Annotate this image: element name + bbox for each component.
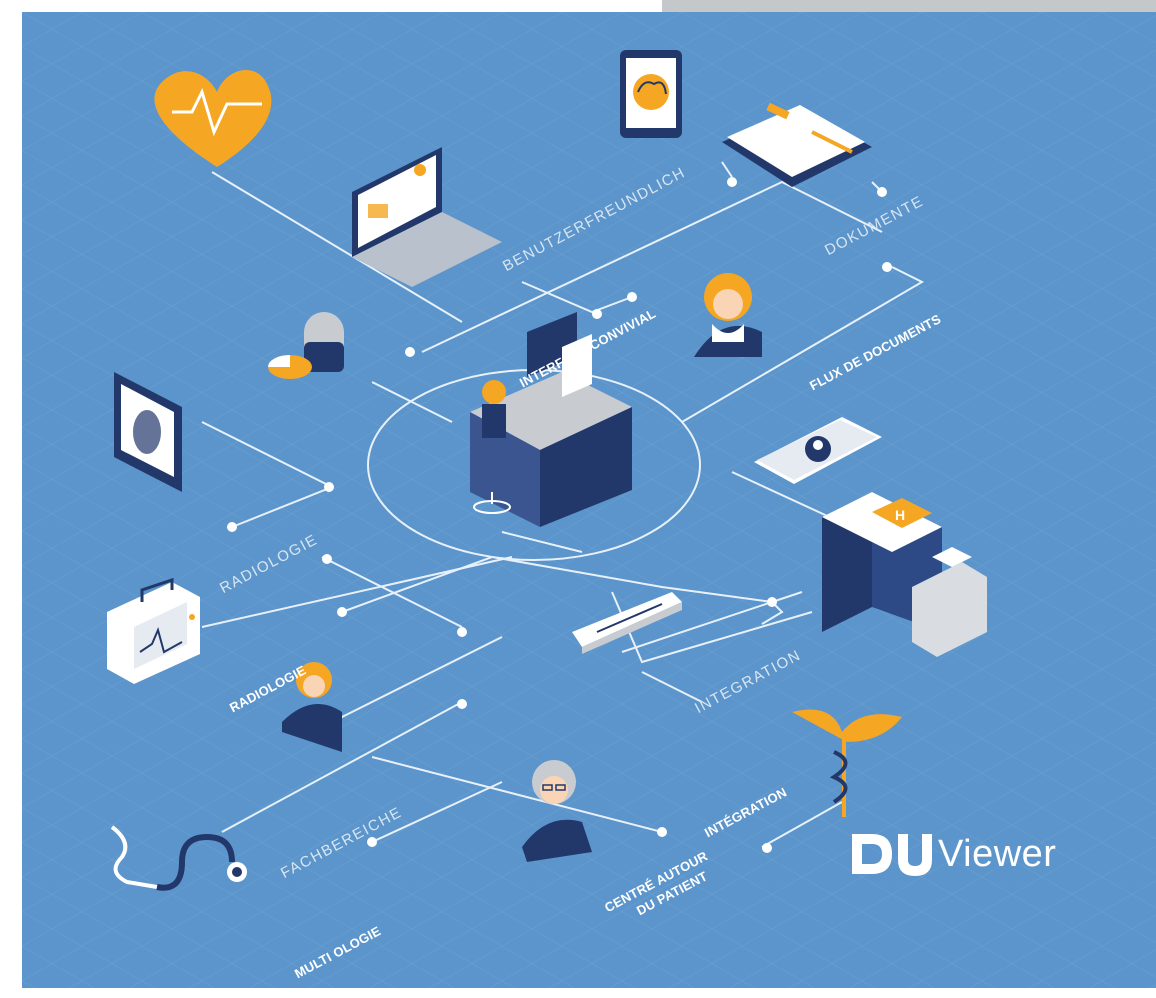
- radiologist-avatar-icon: [282, 662, 342, 752]
- tablet-brain-icon: [620, 50, 682, 138]
- xray-tablet-icon: [114, 372, 182, 492]
- svg-text:H: H: [895, 507, 905, 523]
- connection-lines: [201, 161, 925, 848]
- connection-nodes: [227, 177, 892, 853]
- doctor-avatar-icon: [694, 273, 762, 357]
- senior-doctor-avatar-icon: [522, 760, 592, 862]
- ecg-monitor-icon: [107, 577, 200, 684]
- clipboard-icon: [722, 102, 872, 187]
- heart-icon: [154, 70, 272, 167]
- stethoscope-icon: [110, 825, 247, 891]
- top-gray-bar: [662, 0, 1156, 12]
- network-illustration: H: [22, 12, 1156, 988]
- laptop-icon: [352, 147, 502, 287]
- du-logo-mark: [852, 834, 932, 876]
- hospital-icon: H: [822, 492, 987, 657]
- thermometer-icon: [572, 592, 682, 654]
- du-viewer-logo: Viewer: [848, 830, 1056, 878]
- illustration-canvas: H: [22, 12, 1156, 988]
- logo-word: Viewer: [938, 832, 1057, 875]
- caduceus-icon: [792, 709, 902, 817]
- workstation-icon: [470, 312, 632, 527]
- pill-icon: [268, 312, 344, 379]
- phone-icon: [754, 417, 882, 484]
